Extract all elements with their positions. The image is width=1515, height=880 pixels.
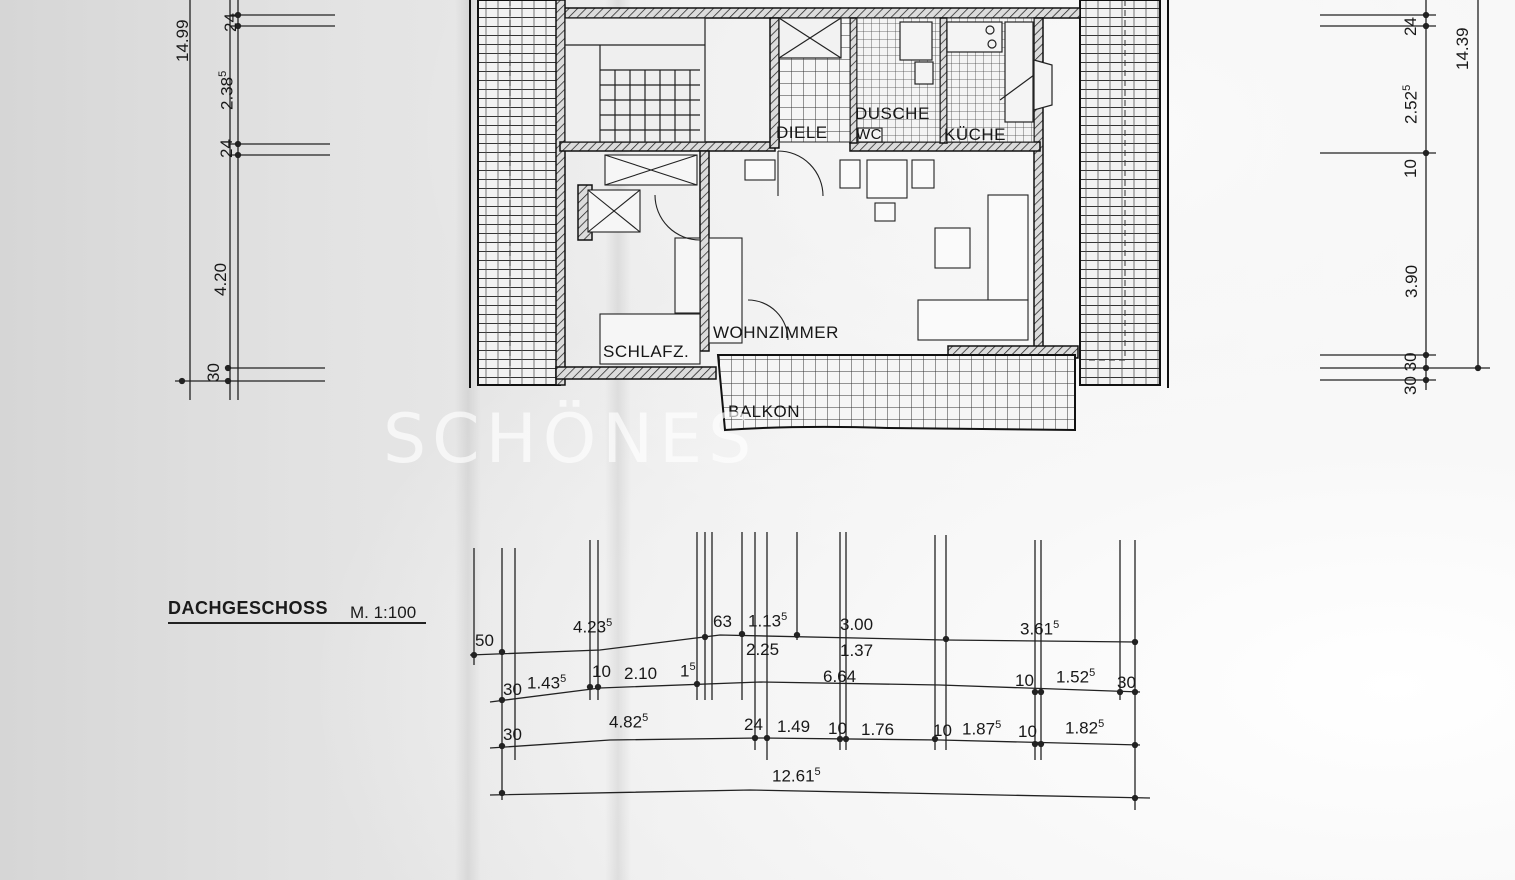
dormer-window	[999, 59, 1053, 111]
dim-bottom-664: 6.64	[823, 667, 857, 686]
dim-bottom-1525: 1.525	[1056, 667, 1096, 687]
dim-left-24b: 24	[217, 139, 236, 158]
balcony	[716, 354, 1076, 432]
dim-bottom-15: 15	[680, 661, 696, 681]
paper-fold	[455, 0, 481, 880]
dim-bottom-1135: 1.135	[748, 611, 788, 631]
dim-bottom-137: 1.37	[840, 641, 874, 660]
room-label-dusche: DUSCHE	[855, 104, 930, 123]
dusche-fixtures	[857, 21, 934, 143]
dim-bottom-10c-r3: 10	[1018, 722, 1037, 741]
schlafzimmer-furniture	[587, 154, 789, 365]
dim-left-30: 30	[204, 363, 223, 382]
dim-bottom-24-r3: 24	[744, 715, 763, 734]
dim-bottom-10-r3: 10	[828, 719, 847, 738]
dim-left-420: 4.20	[211, 262, 230, 296]
dim-bottom-30-r3: 30	[503, 725, 522, 744]
dim-bottom-30-r2: 30	[503, 680, 522, 699]
room-label-kueche: KÜCHE	[944, 125, 1007, 144]
dim-right-30a: 30 30	[1401, 352, 1420, 395]
dim-right-390: 3.90	[1402, 264, 1421, 298]
dim-right-24: 24	[1401, 17, 1420, 36]
dim-bottom-3615: 3.615	[1020, 619, 1060, 639]
dim-bottom-30b-r2: 30	[1117, 673, 1136, 692]
dim-left-total: 14.99	[173, 19, 192, 62]
room-label-wohnzimmer: WOHNZIMMER	[713, 323, 839, 342]
dim-bottom-225: 2.25	[746, 640, 780, 659]
dim-bottom-4235: 4.235	[573, 617, 613, 637]
dim-bottom-1875: 1.875	[962, 719, 1002, 739]
dim-bottom-1825: 1.825	[1065, 718, 1105, 738]
room-label-schlafzimmer: SCHLAFZ.	[603, 342, 690, 361]
staircase	[564, 17, 706, 143]
plan-title: DACHGESCHOSS	[168, 598, 329, 618]
roof-slope-left	[469, 0, 561, 388]
dim-right-2525: 2.525	[1401, 84, 1421, 124]
dim-bottom-50: 50	[475, 631, 494, 650]
dim-bottom-10b-r2: 10	[1015, 671, 1034, 690]
dimension-lines-right	[1320, 0, 1490, 390]
dim-right-total: 14.39	[1453, 27, 1472, 70]
kueche-fixtures	[946, 21, 1034, 123]
room-label-diele: DIELE	[776, 123, 828, 142]
room-label-wc: WC	[856, 126, 882, 143]
dim-bottom-12615: 12.615	[772, 766, 821, 786]
dim-bottom-1435: 1.435	[527, 673, 567, 693]
dim-left-2385: 2.385	[217, 70, 237, 110]
watermark-text: SCHÖNES	[383, 400, 758, 479]
dim-bottom-10b-r3: 10	[933, 721, 952, 740]
dim-bottom-4825: 4.825	[609, 712, 649, 732]
roof-slope-right	[1079, 0, 1169, 388]
dim-bottom-10-r2: 10	[592, 662, 611, 681]
title-underline	[168, 622, 426, 624]
dim-left-24a: 24	[221, 13, 240, 32]
dim-right-10: 10	[1401, 159, 1420, 178]
dim-bottom-300: 3.00	[840, 615, 874, 634]
dim-bottom-63: 63	[713, 612, 732, 631]
diele-shaft	[778, 17, 842, 59]
plan-scale: M. 1:100	[350, 603, 417, 622]
dimension-lines-bottom	[469, 532, 1151, 810]
dim-bottom-176: 1.76	[861, 720, 895, 739]
dim-bottom-210: 2.10	[624, 664, 658, 683]
dim-bottom-149: 1.49	[777, 717, 811, 736]
room-label-balkon: BALKON	[728, 402, 800, 421]
dimension-lines-left	[175, 0, 335, 400]
wohnzimmer-furniture	[744, 150, 1029, 341]
